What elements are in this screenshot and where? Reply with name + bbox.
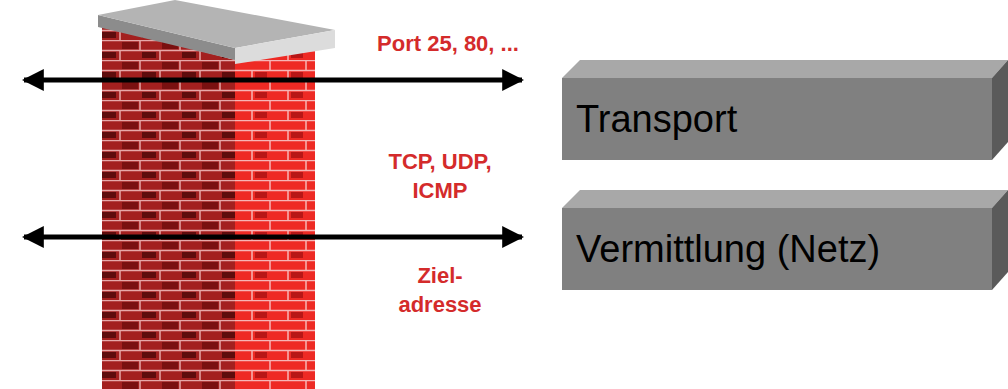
block-front (562, 78, 992, 160)
block-front (562, 208, 992, 290)
block-top (562, 60, 1008, 78)
layer-name: Transport (576, 98, 737, 141)
double-arrow (24, 235, 522, 240)
layer-box: Vermittlung (Netz) (562, 208, 992, 290)
layer-block (562, 190, 1008, 290)
block-top (562, 190, 1008, 208)
wall-cap-front (235, 30, 335, 64)
layer-box: Transport (562, 78, 992, 160)
block-side (992, 190, 1008, 290)
brick-wall (98, 0, 335, 389)
wall-right-face (235, 46, 315, 389)
layer-block (562, 60, 1008, 160)
protocol-label: TCP, UDP, ICMP (365, 148, 515, 205)
layer-name: Vermittlung (Netz) (576, 228, 880, 271)
block-side (992, 60, 1008, 160)
double-arrow (24, 78, 522, 83)
protocol-label: Ziel- adresse (385, 262, 495, 319)
protocol-label: Port 25, 80, ... (333, 30, 563, 59)
